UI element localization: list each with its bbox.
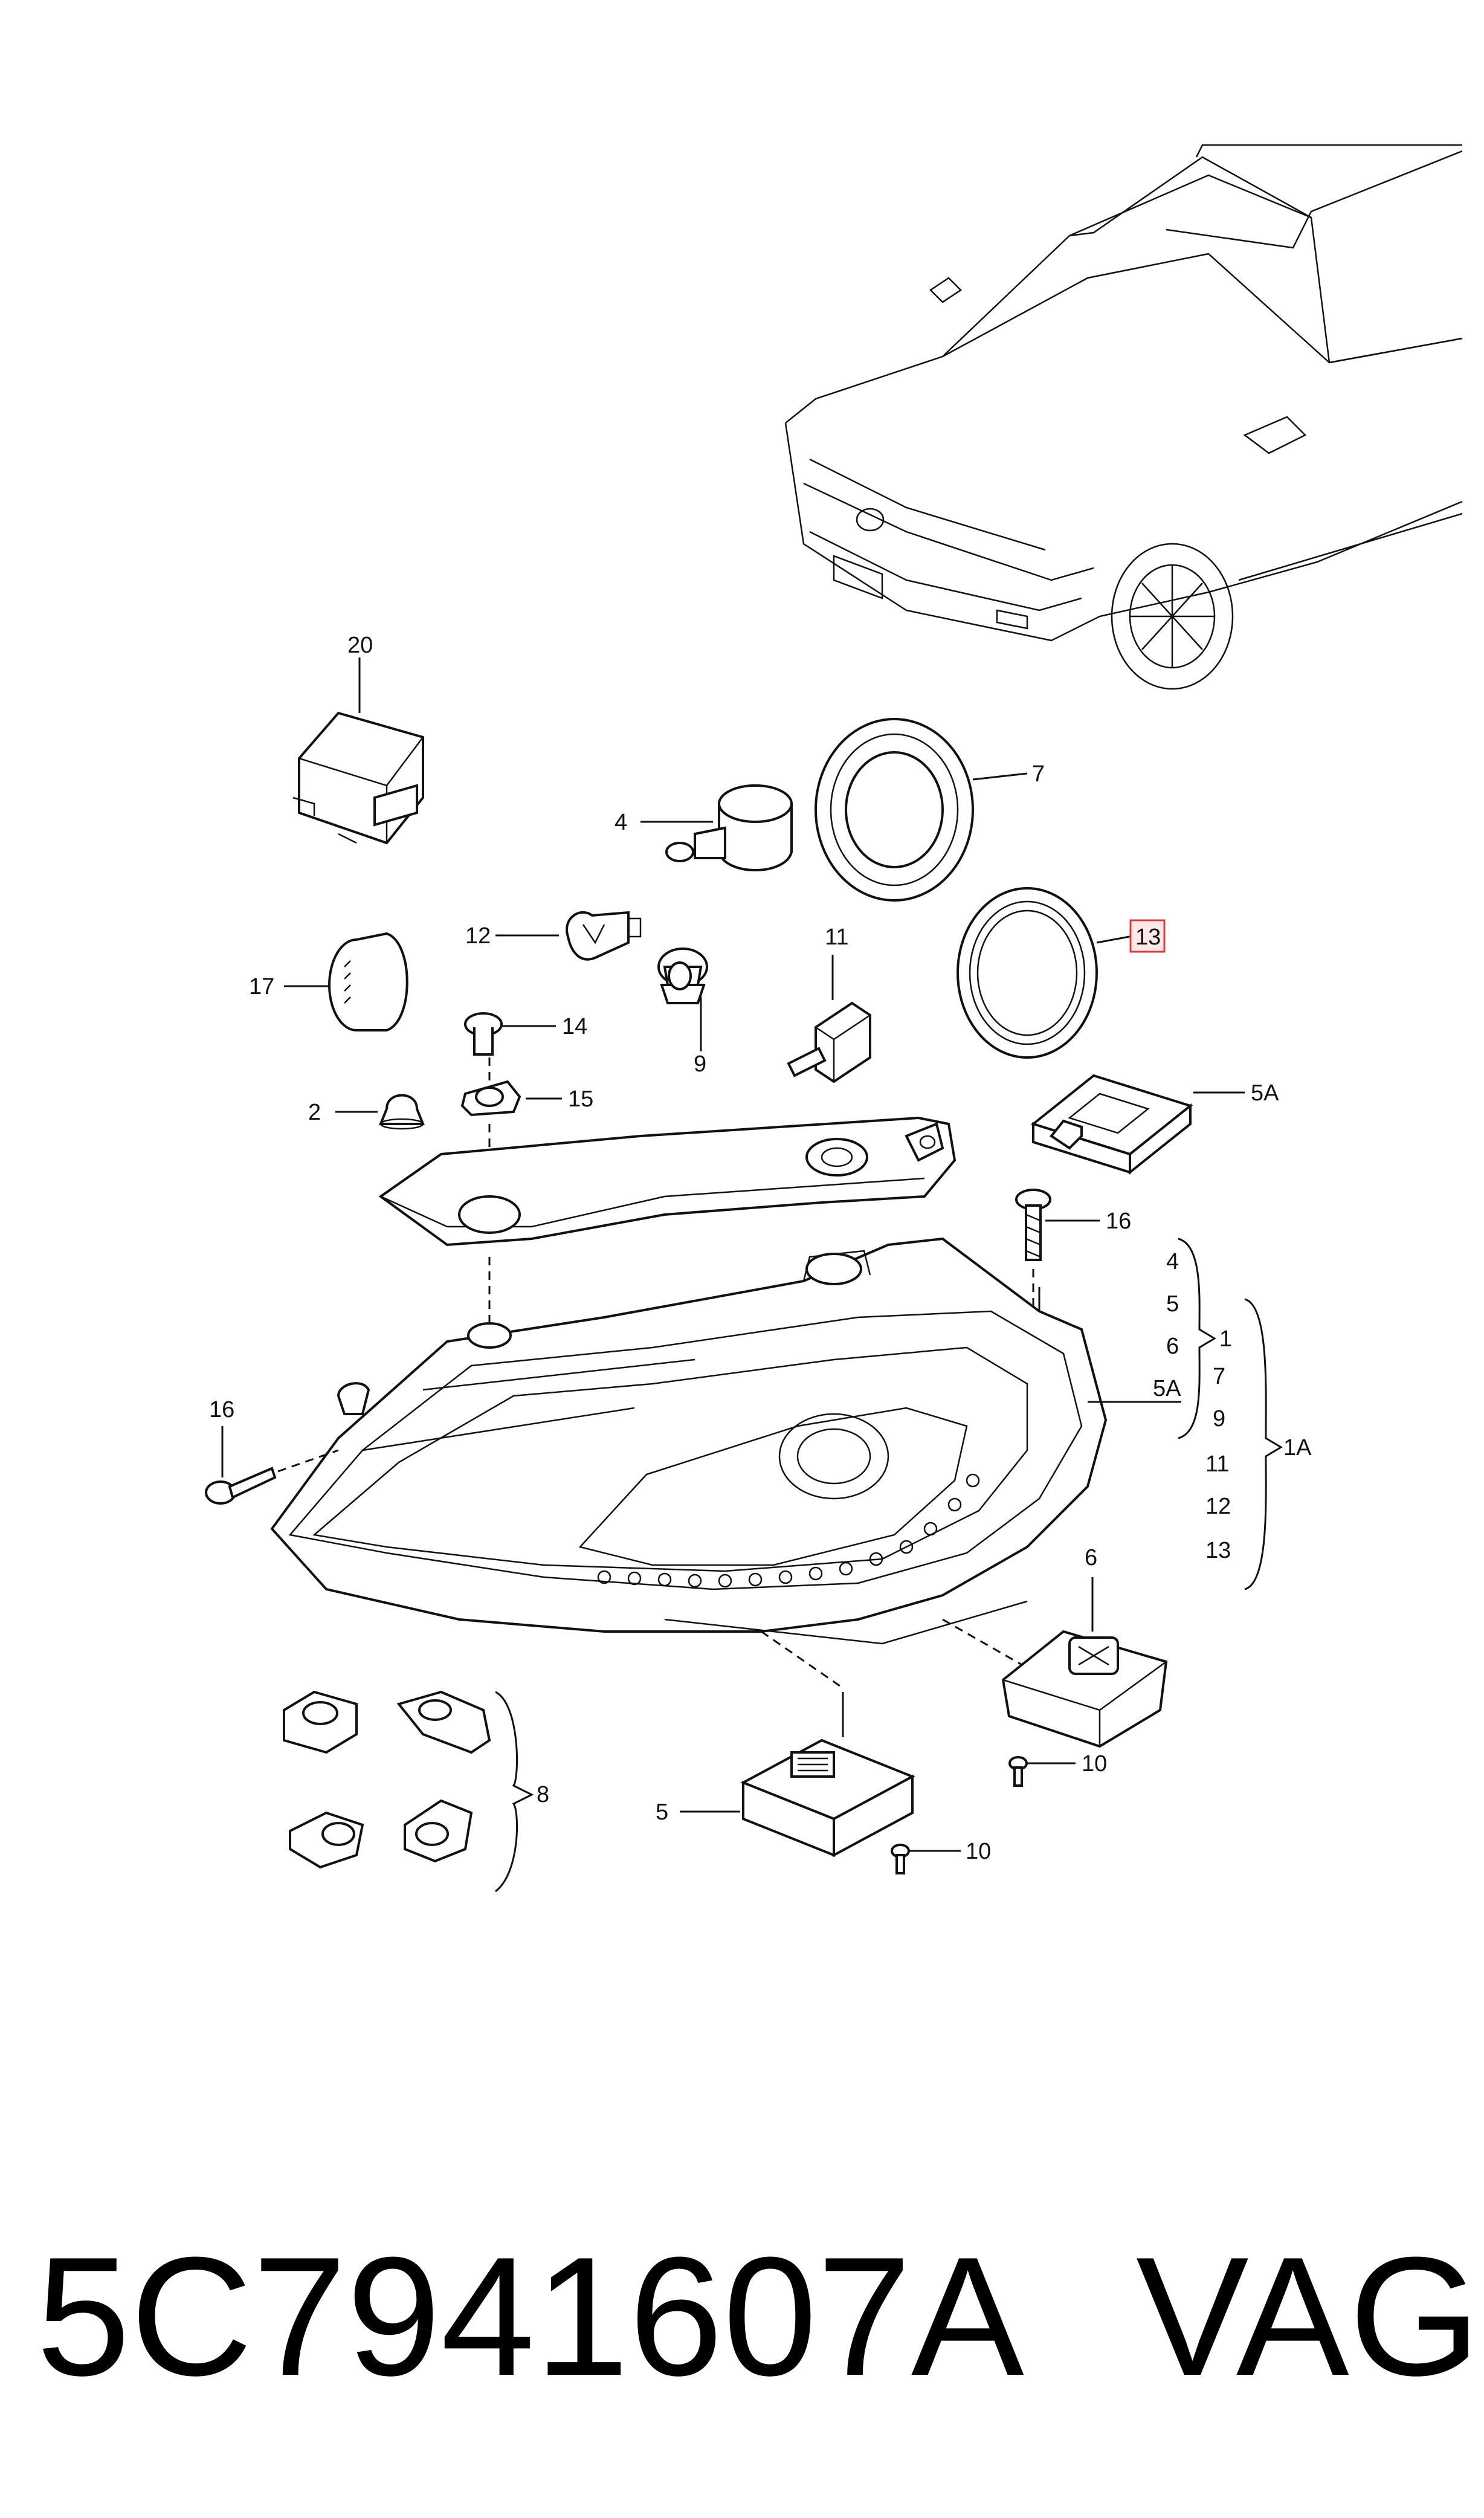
part-16-bolt-right	[1015, 1189, 1100, 1317]
part-9-h7-bulb	[657, 947, 708, 1051]
part-12-small-bulb	[495, 911, 642, 961]
part-7-sealing-cap	[815, 718, 1028, 902]
part-10-screw-a	[1008, 1756, 1076, 1787]
callout-16-left: 16	[209, 1397, 234, 1422]
part-5A-control-unit	[1030, 1074, 1245, 1175]
callout-16-right: 16	[1106, 1209, 1131, 1234]
part-16-bolt-left	[205, 1426, 339, 1505]
group-b-item-1: 7	[1213, 1364, 1225, 1389]
callout-7: 7	[1032, 761, 1045, 787]
callout-13-highlight	[1129, 919, 1166, 953]
car-illustration	[784, 144, 1463, 690]
group-b-item-3: 11	[1205, 1451, 1229, 1477]
led-strip	[597, 1473, 980, 1588]
callout-9: 9	[694, 1051, 706, 1077]
part-number: 5C7941607A	[36, 2223, 1025, 2411]
callout-5A: 5A	[1251, 1080, 1279, 1106]
group-b-item-2: 9	[1213, 1406, 1225, 1432]
callout-10-b: 10	[966, 1839, 991, 1864]
headlight-assembly	[270, 1237, 1181, 1645]
group-a-item-2: 5	[1166, 1291, 1179, 1317]
callout-6: 6	[1085, 1545, 1097, 1571]
part-14-screw	[464, 1012, 556, 1056]
callout-15: 15	[568, 1086, 593, 1112]
part-13-cap-ring	[957, 887, 1137, 1059]
callout-12: 12	[465, 923, 491, 949]
callout-20: 20	[347, 633, 373, 658]
part-6-igniter	[1001, 1577, 1168, 1748]
callout-4: 4	[615, 810, 627, 835]
part-4-bulb-socket	[640, 784, 793, 871]
callout-5: 5	[656, 1800, 668, 1825]
part-10-screw-b	[891, 1844, 961, 1874]
part-11-xenon-bulb	[787, 955, 871, 1083]
callout-11: 11	[825, 925, 848, 950]
part-5-ballast	[680, 1692, 915, 1858]
part-15-clip-nut	[460, 1080, 562, 1117]
group-a-item-3: 6	[1166, 1334, 1179, 1359]
group-b-item-4: 12	[1205, 1494, 1231, 1519]
callout-8: 8	[537, 1782, 549, 1807]
part-8-repair-brackets	[283, 1690, 534, 1893]
bracket-groups	[1178, 1238, 1283, 1590]
group-b-label: 1A	[1283, 1435, 1312, 1461]
mounting-bracket	[378, 1116, 957, 1247]
part-17-cap	[284, 932, 408, 1031]
callout-17: 17	[249, 974, 274, 999]
assembly-line	[761, 1630, 840, 1687]
group-a-item-4: 5A	[1153, 1376, 1181, 1401]
callout-2: 2	[308, 1100, 321, 1125]
callout-10-a: 10	[1082, 1751, 1107, 1777]
callout-13: 13	[1135, 925, 1161, 950]
callout-14: 14	[562, 1014, 587, 1039]
callout-labels: 20 4 7 13 12 11 17 9 14 2 15 5A 16 16 4 …	[209, 633, 1312, 1864]
group-a-label: 1	[1219, 1326, 1232, 1352]
group-a-item-1: 4	[1166, 1249, 1179, 1274]
assembly-line	[942, 1618, 1028, 1669]
group-b-item-5: 13	[1205, 1538, 1231, 1563]
part-20-control-module	[292, 657, 424, 845]
brand-name: VAG	[1136, 2223, 1481, 2411]
part-2-grommet	[335, 1094, 425, 1130]
